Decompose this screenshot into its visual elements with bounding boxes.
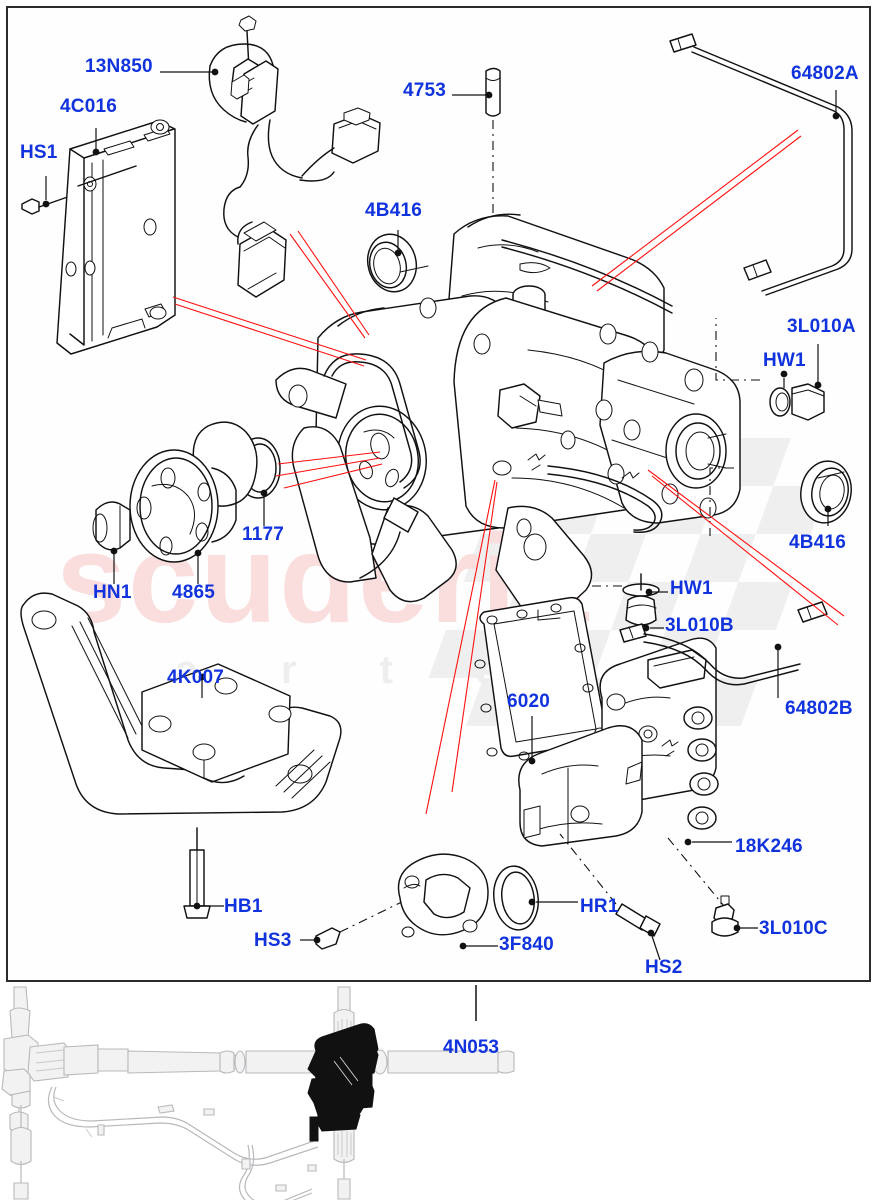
callout-label-4c016: 4C016 bbox=[60, 96, 117, 117]
part-drive-flange bbox=[129, 421, 258, 563]
part-plug-c bbox=[667, 837, 739, 937]
callout-label-4k007: 4K007 bbox=[167, 667, 224, 688]
callout-label-4865: 4865 bbox=[172, 582, 216, 603]
callout-label-hs2: HS2 bbox=[645, 957, 683, 978]
locator-front-differential bbox=[1, 1034, 71, 1096]
part-differential-mount bbox=[20, 592, 342, 815]
callout-label-hw1-right: HW1 bbox=[763, 350, 806, 371]
part-flange-nut bbox=[92, 501, 131, 551]
callout-label-hs3: HS3 bbox=[254, 930, 292, 951]
locator-oil-pipes bbox=[47, 1086, 319, 1200]
callout-label-64802b: 64802B bbox=[785, 698, 853, 719]
diagram-panel: scuderia p a r t s bbox=[6, 6, 871, 982]
part-oil-seal-top bbox=[366, 233, 429, 293]
diagram-artwork bbox=[20, 15, 853, 961]
callout-label-hb1: HB1 bbox=[224, 896, 263, 917]
callout-label-64802a: 64802A bbox=[791, 63, 859, 84]
callout-label-3f840: 3F840 bbox=[499, 934, 554, 955]
part-actuator-cover bbox=[397, 853, 489, 938]
locator-rear-differential-highlight bbox=[307, 1023, 379, 1142]
part-wiring-harness bbox=[208, 15, 381, 298]
callout-label-4b416-right: 4B416 bbox=[789, 532, 846, 553]
part-drain-plug-a bbox=[715, 318, 825, 421]
callout-label-4753: 4753 bbox=[403, 80, 447, 101]
part-differential-housing bbox=[275, 213, 741, 620]
callout-label-hs1: HS1 bbox=[20, 142, 58, 163]
callout-label-1177: 1177 bbox=[242, 524, 285, 545]
locator-left-rear-halfshaft bbox=[10, 1079, 32, 1200]
callout-label-3l010c: 3L010C bbox=[759, 918, 828, 939]
leader-lines-black bbox=[42, 68, 840, 961]
callout-label-6020: 6020 bbox=[507, 691, 551, 712]
part-screw-hs2 bbox=[559, 833, 661, 937]
callout-label-3l010b: 3L010B bbox=[665, 615, 734, 636]
part-sealing-ring bbox=[493, 865, 539, 931]
part-screw-hs3 bbox=[315, 897, 411, 950]
part-control-module bbox=[56, 119, 176, 355]
callout-label-hn1: HN1 bbox=[93, 582, 132, 603]
locator-strip: 4N053 bbox=[0, 985, 873, 1200]
locator-propshaft bbox=[63, 1044, 515, 1076]
callout-label-18k246: 18K246 bbox=[735, 836, 803, 857]
part-filler-plug-b bbox=[592, 573, 660, 626]
callout-label-hw1-bottom: HW1 bbox=[670, 578, 713, 599]
part-mounting-bolt bbox=[183, 827, 211, 919]
driveline-locator-artwork bbox=[1, 985, 515, 1200]
callout-label-hr1: HR1 bbox=[580, 896, 619, 917]
callout-label-13n850: 13N850 bbox=[85, 56, 153, 77]
callout-label-4b416-top: 4B416 bbox=[365, 200, 422, 221]
callout-label-3l010a: 3L010A bbox=[787, 316, 856, 337]
locator-label-4n053: 4N053 bbox=[443, 1037, 499, 1058]
